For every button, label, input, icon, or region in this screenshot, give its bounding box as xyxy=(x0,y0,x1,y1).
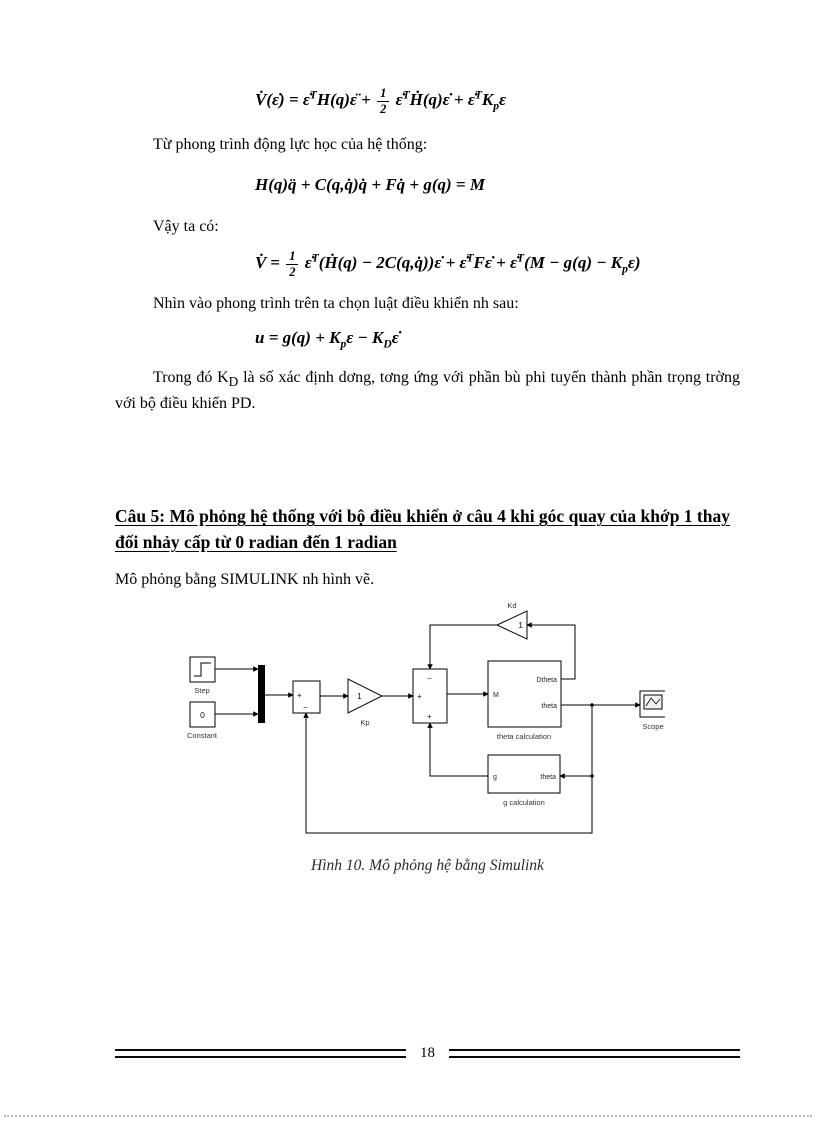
kp-label: Kp xyxy=(360,718,369,727)
step-block: Step xyxy=(189,656,216,695)
kd-note-text-cont: là số xác định dơng, tơng ứng với phần b… xyxy=(115,368,740,413)
g-calc-label: g calculation xyxy=(503,798,545,807)
kd-gain-block: 1 Kd xyxy=(495,601,528,640)
wires xyxy=(215,622,641,834)
footer-rule-right xyxy=(449,1049,740,1058)
wire-g-calc-to-sum2 xyxy=(427,722,488,777)
simulink-diagram: Step 0 Constant + − xyxy=(187,601,665,834)
paragraph-kd-note: Trong đó KD là số xác định dơng, tơng ứn… xyxy=(115,367,740,415)
step-label: Step xyxy=(194,686,209,695)
section-heading-cau5: Câu 5: Mô phỏng hệ thống với bộ điều khi… xyxy=(115,506,730,553)
theta-calculation-block: M Dtheta theta theta calculation xyxy=(487,660,562,741)
figure-caption: Hình 10. Mô phỏng hệ bằng Simulink xyxy=(311,857,544,875)
page-number: 18 xyxy=(420,1045,435,1061)
equation-robot-dynamics: H(q)q̈ + C(q,q̇)q̇ + Fq̇ + g(q) = M xyxy=(255,174,485,194)
page-footer: 18 xyxy=(115,1046,740,1061)
page-edge-artifact xyxy=(4,1115,812,1117)
mux-block xyxy=(258,665,265,724)
scope-trace-icon xyxy=(645,697,661,707)
paragraph-vay-ta-co: Vậy ta có: xyxy=(153,217,219,235)
footer-rule-left xyxy=(115,1049,406,1058)
kp-value: 1 xyxy=(357,691,362,701)
sum2-block: + − + xyxy=(412,668,448,724)
paragraph-control-law-intro: Nhìn vào phong trình trên ta chọn luật đ… xyxy=(153,294,519,312)
equation-control-law: u = g(q) + Kpε − KDε̇ xyxy=(255,327,399,351)
kd-value: 1 xyxy=(518,620,523,630)
scope-label: Scope xyxy=(642,722,663,731)
wire-theta-feedback-to-sum1 xyxy=(303,712,593,834)
sum2-sign-top: − xyxy=(427,674,432,683)
g-calc-port-theta: theta xyxy=(540,774,556,781)
constant-block: 0 Constant xyxy=(187,701,218,740)
sum1-block: + − xyxy=(292,680,321,714)
kd-subscript: D xyxy=(228,374,239,390)
step-waveform-icon xyxy=(194,662,211,677)
constant-label: Constant xyxy=(187,731,218,740)
kd-label: Kd xyxy=(507,601,516,610)
paragraph-dynamics-intro: Từ phong trình động lực học của hệ thống… xyxy=(153,135,428,153)
sum1-sign-left: + xyxy=(297,691,302,700)
kd-note-text: Trong đó K xyxy=(153,368,229,386)
kp-gain-block: 1 Kp xyxy=(347,678,384,727)
paragraph-simulink-intro: Mô phỏng bằng SIMULINK nh hình vẽ. xyxy=(115,571,375,589)
theta-calc-port-dtheta: Dtheta xyxy=(536,677,557,684)
scope-screen xyxy=(643,694,663,710)
theta-calc-port-theta: theta xyxy=(541,703,557,710)
sum2-sign-left: + xyxy=(417,692,422,701)
wire-dtheta-to-kd xyxy=(526,622,576,680)
theta-calc-port-m: M xyxy=(493,692,499,699)
simulink-figure: Step 0 Constant + − xyxy=(185,599,665,851)
sum1-sign-bottom: − xyxy=(303,703,308,712)
wire-junction-dot xyxy=(590,703,594,707)
theta-calc-label: theta calculation xyxy=(497,732,551,741)
constant-value: 0 xyxy=(200,710,205,720)
wire-junction-dot xyxy=(590,774,594,778)
g-calc-port-g: g xyxy=(493,774,497,781)
sum2-sign-bottom: + xyxy=(427,712,432,721)
g-calculation-block: g theta g calculation xyxy=(487,754,561,807)
wire-kd-to-sum2 xyxy=(427,624,497,670)
scope-block: Scope xyxy=(639,690,665,731)
